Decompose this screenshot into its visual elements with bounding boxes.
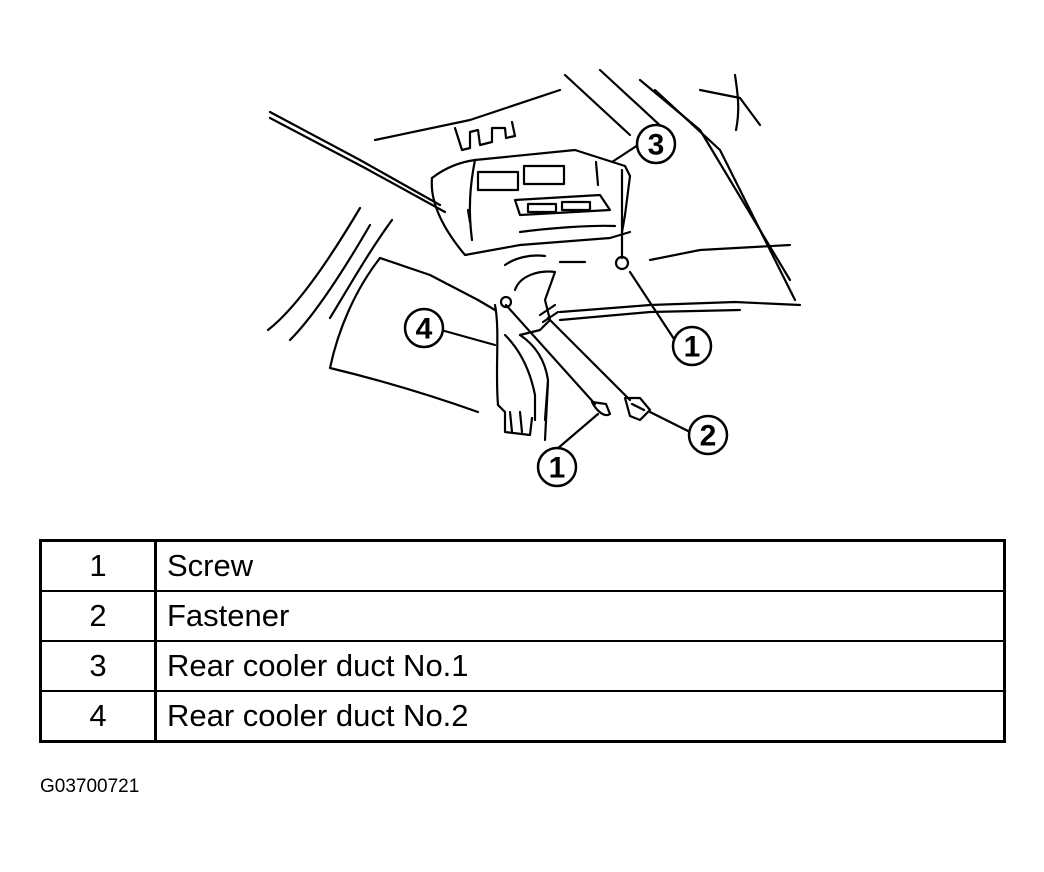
rear-cooler-duct-no1-shape [430,120,632,264]
figure-code: G03700721 [40,776,140,797]
callout-1-bottom-label: 1 [549,452,566,485]
legend-number: 4 [39,690,157,743]
table-row: 4 Rear cooler duct No.2 [39,690,1006,743]
callout-3-label: 3 [648,129,665,162]
table-row: 3 Rear cooler duct No.1 [39,640,1006,692]
legend-description: Fastener [154,590,1006,642]
rear-cooler-duct-illustration: 3 4 1 2 1 [266,68,802,488]
legend-table: 1 Screw 2 Fastener 3 Rear cooler duct No… [39,539,1006,743]
legend-number: 1 [39,539,157,592]
callout-2: 2 [687,414,729,456]
legend-description: Rear cooler duct No.2 [154,690,1006,743]
legend-number: 2 [39,590,157,642]
callout-1-bottom: 1 [536,446,578,488]
callout-3: 3 [635,123,677,165]
rear-cooler-duct-no2-shape [328,254,560,437]
legend-description: Screw [154,539,1006,592]
callout-1-right: 1 [671,325,713,367]
legend-description: Rear cooler duct No.1 [154,640,1006,692]
table-row: 1 Screw [39,539,1006,592]
callout-1-right-label: 1 [684,331,701,364]
callout-4: 4 [403,307,445,349]
vehicle-body-lines [266,68,802,342]
callout-4-label: 4 [416,313,433,346]
table-row: 2 Fastener [39,590,1006,642]
callout-2-label: 2 [700,420,717,453]
screw-shapes [499,255,652,422]
leader-lines [439,143,692,451]
legend-number: 3 [39,640,157,692]
